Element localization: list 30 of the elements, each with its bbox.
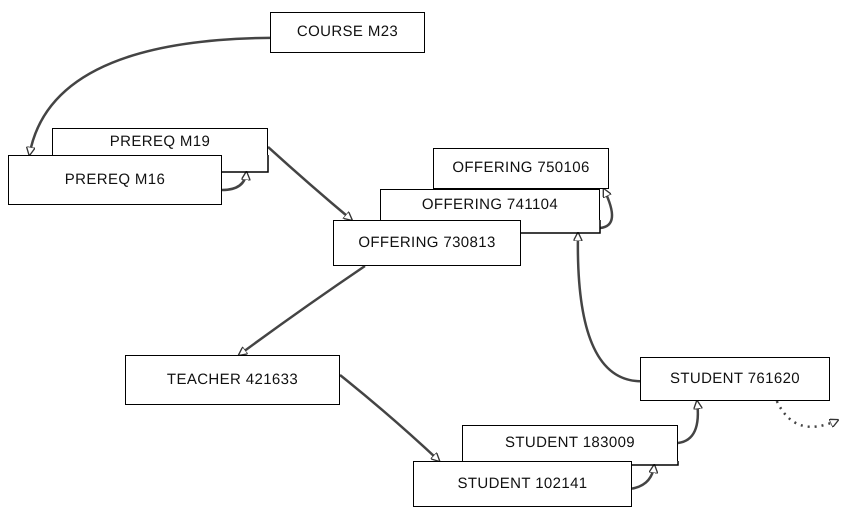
record-box: [52, 128, 268, 155]
record-box: [333, 220, 521, 266]
arrow: [26, 36, 270, 157]
record-label: PREREQ M19: [110, 132, 210, 152]
record-label: STUDENT 102141: [457, 474, 588, 494]
record-box: [380, 189, 600, 220]
record-box: [270, 12, 425, 53]
arrow: [222, 170, 250, 192]
record-label: OFFERING 750106: [452, 159, 590, 178]
record-box: [462, 425, 678, 461]
record-box: [8, 155, 222, 205]
record-label: PREREQ M16: [64, 170, 166, 190]
record-label: OFFERING 741104: [422, 196, 558, 214]
arrow: [678, 399, 703, 444]
arrow: [339, 374, 441, 462]
arrow: [776, 400, 840, 428]
record-box: [433, 148, 609, 189]
arrow: [600, 188, 614, 230]
record-label: COURSE M23: [296, 23, 398, 42]
record-box: [640, 357, 830, 401]
record-box: [413, 461, 632, 507]
record-label: OFFERING 730813: [358, 234, 496, 252]
record-box: [125, 355, 340, 405]
record-label: STUDENT 183009: [504, 434, 636, 453]
arrow: [572, 231, 640, 382]
arrow: [238, 264, 366, 356]
arrow: [267, 146, 354, 222]
record-label: STUDENT 761620: [670, 370, 800, 388]
arrow: [632, 463, 658, 490]
record-label: TEACHER 421633: [166, 370, 298, 390]
